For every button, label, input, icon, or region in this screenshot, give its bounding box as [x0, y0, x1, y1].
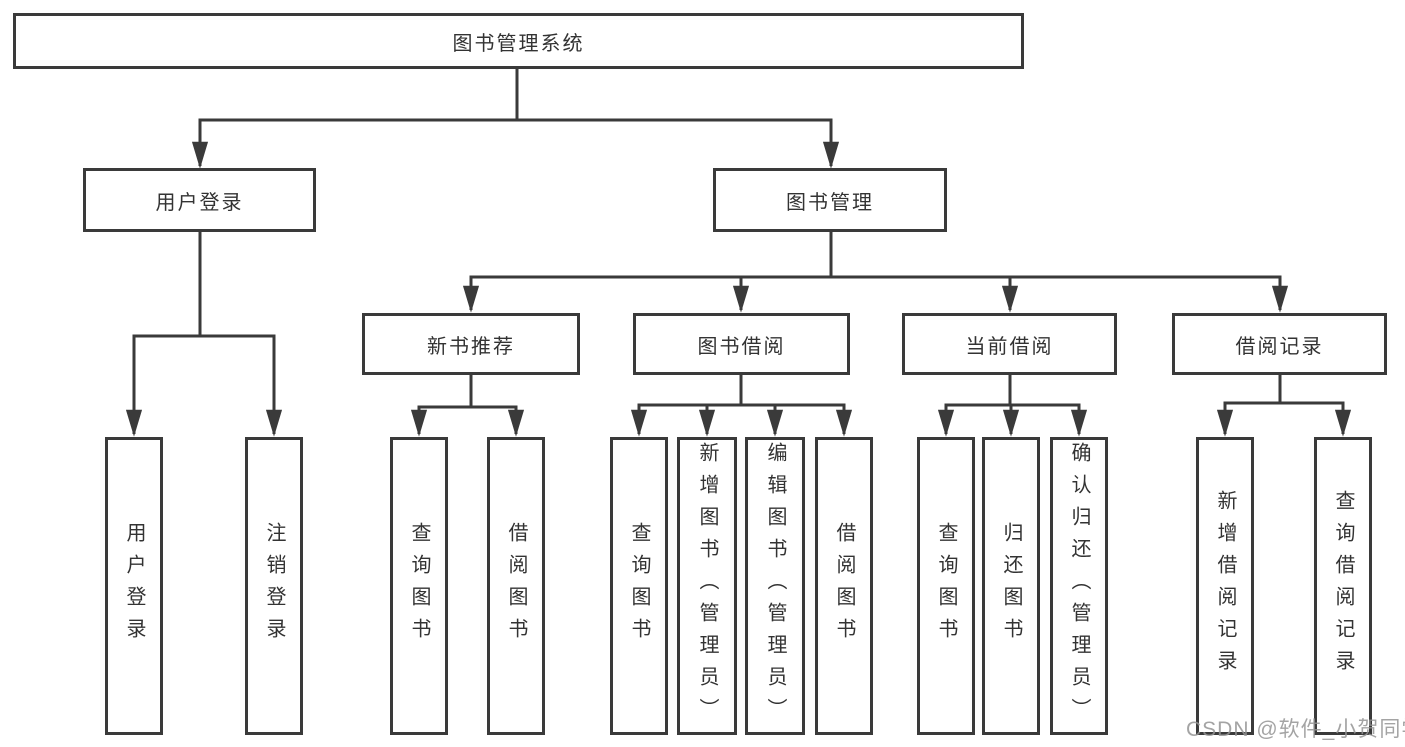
leaf-logout-login-label: 注销登录	[263, 522, 285, 650]
node-user-login-label: 用户登录	[155, 191, 244, 214]
node-new-book-recommend-label: 新书推荐	[427, 335, 515, 358]
leaf-edit-books-admin-label: 编辑图书（管理员）	[764, 442, 786, 730]
leaf-add-borrow-record-label: 新增借阅记录	[1214, 490, 1236, 682]
leaf-query-borrow-record-label: 查询借阅记录	[1332, 490, 1354, 682]
leaf-query-books-2-label: 查询图书	[628, 522, 650, 650]
leaf-return-books-label: 归还图书	[1000, 522, 1022, 650]
leaf-query-borrow-record: 查询借阅记录	[1314, 437, 1372, 735]
node-borrow-records-label: 借阅记录	[1235, 335, 1324, 358]
leaf-return-books: 归还图书	[982, 437, 1040, 735]
node-book-borrow: 图书借阅	[633, 313, 850, 375]
leaf-borrow-books-1: 借阅图书	[487, 437, 545, 735]
connector-root-to-level2	[191, 68, 840, 169]
connector-borrow-records-children	[1216, 375, 1352, 437]
leaf-borrow-books-1-label: 借阅图书	[505, 522, 527, 650]
leaf-query-books-1: 查询图书	[390, 437, 448, 735]
leaf-user-login-label: 用户登录	[123, 522, 145, 650]
node-root-label: 图书管理系统	[452, 32, 585, 55]
node-borrow-records: 借阅记录	[1172, 313, 1387, 375]
leaf-add-borrow-record: 新增借阅记录	[1196, 437, 1254, 735]
leaf-add-books-admin-label: 新增图书（管理员）	[696, 442, 718, 730]
node-current-borrow: 当前借阅	[902, 313, 1117, 375]
node-new-book-recommend: 新书推荐	[362, 313, 580, 375]
leaf-add-books-admin: 新增图书（管理员）	[677, 437, 737, 735]
leaf-query-books-3-label: 查询图书	[935, 522, 957, 650]
node-user-login: 用户登录	[83, 168, 316, 232]
node-book-management-label: 图书管理	[786, 191, 874, 214]
csdn-watermark: CSDN @软件_小贺同学	[1186, 718, 1405, 741]
leaf-logout-login: 注销登录	[245, 437, 303, 735]
leaf-user-login: 用户登录	[105, 437, 163, 735]
leaf-query-books-2: 查询图书	[610, 437, 668, 735]
node-book-borrow-label: 图书借阅	[697, 335, 786, 358]
node-root: 图书管理系统	[13, 13, 1024, 69]
connector-user-login-children	[125, 232, 283, 437]
node-current-borrow-label: 当前借阅	[965, 335, 1054, 358]
leaf-query-books-3: 查询图书	[917, 437, 975, 735]
connector-new-book-recommend-children	[410, 375, 525, 437]
leaf-query-books-1-label: 查询图书	[408, 522, 430, 650]
leaf-borrow-books-2-label: 借阅图书	[833, 522, 855, 650]
connector-current-borrow-children	[937, 375, 1088, 437]
leaf-edit-books-admin: 编辑图书（管理员）	[745, 437, 805, 735]
node-book-management: 图书管理	[713, 168, 947, 232]
leaf-confirm-return-admin-label: 确认归还（管理员）	[1068, 442, 1090, 730]
leaf-confirm-return-admin: 确认归还（管理员）	[1050, 437, 1108, 735]
connector-book-management-children	[462, 232, 1289, 313]
connector-book-borrow-children	[630, 375, 853, 437]
leaf-borrow-books-2: 借阅图书	[815, 437, 873, 735]
